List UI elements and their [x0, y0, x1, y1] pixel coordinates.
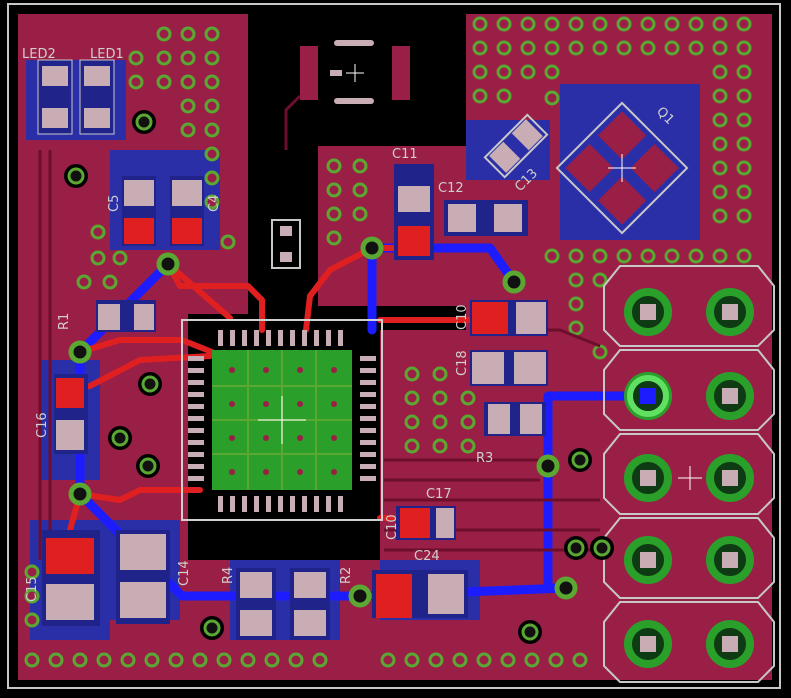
- label-led1: LED1: [90, 47, 124, 62]
- silkscreen-labels: LED2 LED1 C5 C4 R1 C16 C15 C14 R4 R2 R3 …: [22, 47, 677, 602]
- smd-components: [37, 59, 548, 640]
- label-c11: C11: [392, 147, 418, 162]
- top-connector-footprint: [271, 40, 410, 269]
- label-c12: C12: [438, 181, 464, 196]
- header-connector-2x5: [603, 265, 775, 683]
- board-outline: [7, 3, 781, 689]
- via-row-bottom: [24, 564, 588, 668]
- label-c15: C15: [25, 576, 40, 602]
- label-c14: C14: [177, 560, 192, 586]
- label-c17: C17: [426, 487, 452, 502]
- top-signal-traces: [38, 94, 601, 560]
- label-r3: R3: [476, 451, 493, 466]
- crystal-q1-footprint: [555, 101, 689, 235]
- via-grid-middle: [326, 158, 476, 454]
- mcu-qfn-footprint: [181, 319, 383, 521]
- label-c10: C10: [455, 304, 470, 330]
- label-r4: R4: [221, 567, 236, 584]
- through-hole-vias: [68, 236, 578, 608]
- label-r1: R1: [57, 313, 72, 330]
- label-c18: C18: [455, 350, 470, 376]
- label-led2: LED2: [22, 47, 56, 62]
- via-grid-top-right: [472, 16, 752, 360]
- label-c4: C4: [207, 195, 222, 212]
- label-c24: C24: [414, 549, 440, 564]
- label-r2: R2: [339, 567, 354, 584]
- label-c16: C16: [35, 412, 50, 438]
- label-c5: C5: [107, 195, 122, 212]
- via-grid-top-left: [76, 26, 236, 290]
- cap-c13-footprint: [483, 113, 549, 179]
- label-c10-mcu: C10: [385, 514, 400, 540]
